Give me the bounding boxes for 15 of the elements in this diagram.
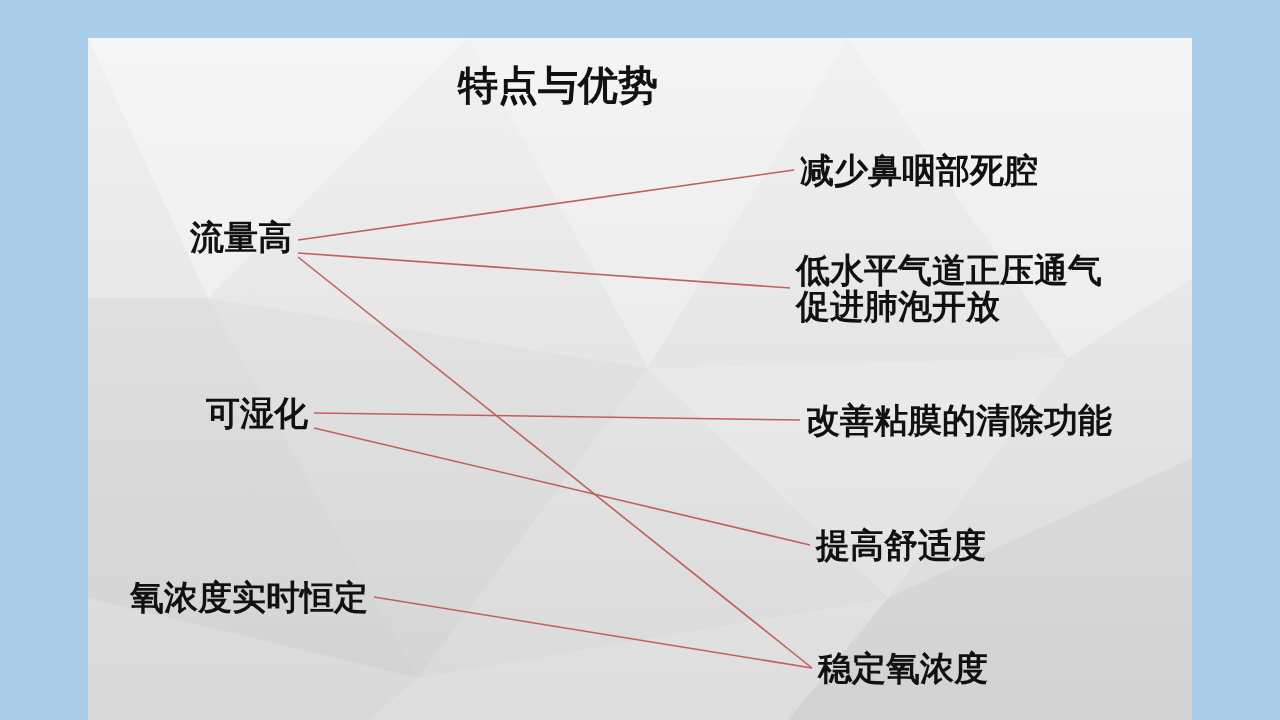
- feature-text: 氧浓度实时恒定: [124, 577, 374, 617]
- connector-line: [373, 596, 813, 669]
- connector-line: [297, 256, 813, 669]
- connector-line: [313, 412, 801, 421]
- connector-line: [297, 169, 795, 241]
- feature-text: 可湿化: [200, 393, 314, 433]
- connector-line: [297, 252, 791, 289]
- feature-text: 流量高: [184, 217, 298, 257]
- benefit-text: 稳定氧浓度: [812, 648, 994, 688]
- diagram-title: 特点与优势: [458, 62, 658, 108]
- benefit-text: 减少鼻咽部死腔: [794, 150, 1044, 190]
- benefit-text: 改善粘膜的清除功能: [800, 400, 1118, 440]
- connector-line: [313, 427, 811, 546]
- benefit-text: 提高舒适度: [810, 525, 992, 565]
- benefit-text: 低水平气道正压通气促进肺泡开放: [790, 250, 1110, 326]
